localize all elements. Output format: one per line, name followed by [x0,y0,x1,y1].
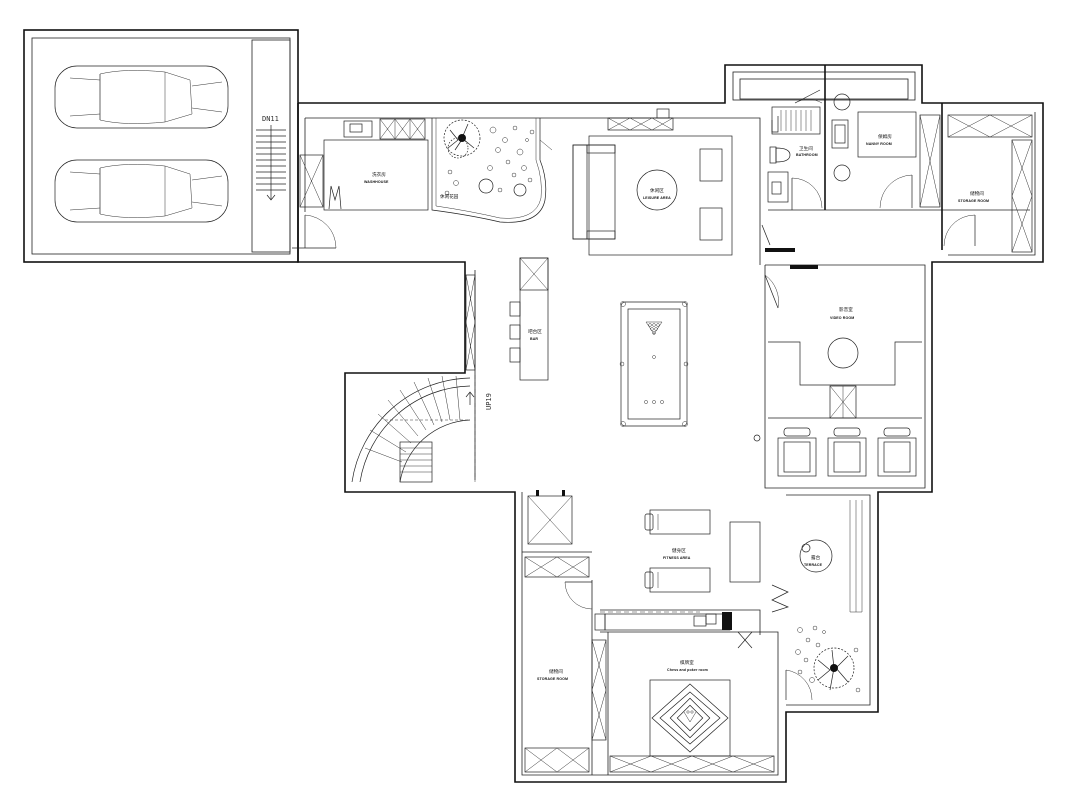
garden-pebbles [444,125,535,197]
door-swing-icon [292,214,337,249]
stair-down-label: DN11 [262,115,279,123]
storage-sw-cn-label: 储物间 [549,668,563,675]
chess-en-label: Chess and poker room [667,668,708,672]
fitness-cn-label: 健身区 [672,547,686,554]
armchair-icon [777,427,817,477]
terrace-table [799,539,833,573]
coffee-table [636,169,678,211]
armchair-icon [827,427,867,477]
washing-machine-icon [379,118,426,140]
billiard-table-icon [619,301,689,427]
nanny-furniture [831,93,917,182]
tree-icon [443,119,481,159]
video-cn-label: 影音室 [839,306,853,313]
bathroom-cn-label: 卫生间 [799,145,813,152]
spiral-stair-icon [351,375,475,483]
garden-cn-label: 休闲花园 [440,193,459,200]
washhouse-fixtures [299,118,429,211]
video-room-furniture [768,265,922,419]
leisure-cn-label: 休闲区 [650,187,664,194]
storage-sw-en-label: STORAGE ROOM [537,677,568,681]
treadmill-icon [644,567,711,593]
nanny-cn-label: 保姆房 [878,133,892,140]
bench [729,521,761,583]
side-table [699,207,723,241]
door-swing-icon [785,669,813,701]
armchair-icon [877,427,917,477]
mahjong-table-icon [651,683,729,753]
terrace-pebbles [795,625,861,693]
door-swing-icon [564,581,593,610]
side-table [699,148,723,182]
chess-cn-label: 棋牌室 [680,659,694,666]
toilet-icon [769,146,791,164]
bar-counter [509,257,549,381]
washhouse-en-label: WASHHOUSE [364,180,389,184]
nanny-en-label: NANNY ROOM [866,142,892,146]
garden [431,118,553,223]
leisure-en-label: LEISURE AREA [643,196,671,200]
door-swing-icon [943,214,976,247]
wall-cabinet [465,274,476,371]
treadmill-icon [644,509,711,535]
leisure-furniture [588,108,733,256]
bar-en-label: BAR [530,337,538,341]
fitness-en-label: FITNESS AREA [663,556,691,560]
tree-icon [813,647,855,691]
terrace-cn-label: 露台 [811,554,821,561]
storage-sw-cabinets [524,556,607,773]
outer-walls [23,29,1044,783]
wall-switch [753,434,761,442]
door-swing-icon [879,174,913,209]
bathroom-en-label: BATHROOM [796,153,818,157]
car-icon [54,159,229,223]
terrace-en-label: TERRACE [804,563,823,567]
stair-down [251,39,291,253]
elevator-shaft [527,490,573,545]
washbasin [767,171,789,203]
stair-up-label: UP19 [485,393,493,410]
storage-ne-en-label: STORAGE ROOM [958,199,989,203]
washhouse-cn-label: 洗衣房 [372,171,386,178]
door-swing-icon [771,584,789,613]
video-en-label: VIDEO ROOM [830,316,854,320]
door-swing-icon [791,89,823,210]
car-icon [54,65,229,129]
storage-ne-cn-label: 储物间 [970,190,984,197]
bathtub-icon [771,106,821,135]
storage-ne-cabinets [919,114,1033,253]
bar-cn-label: 吧台区 [528,328,542,335]
chess-room-fixtures [594,612,775,773]
sofa-icon [572,144,616,240]
door-swing-icon [761,224,795,309]
